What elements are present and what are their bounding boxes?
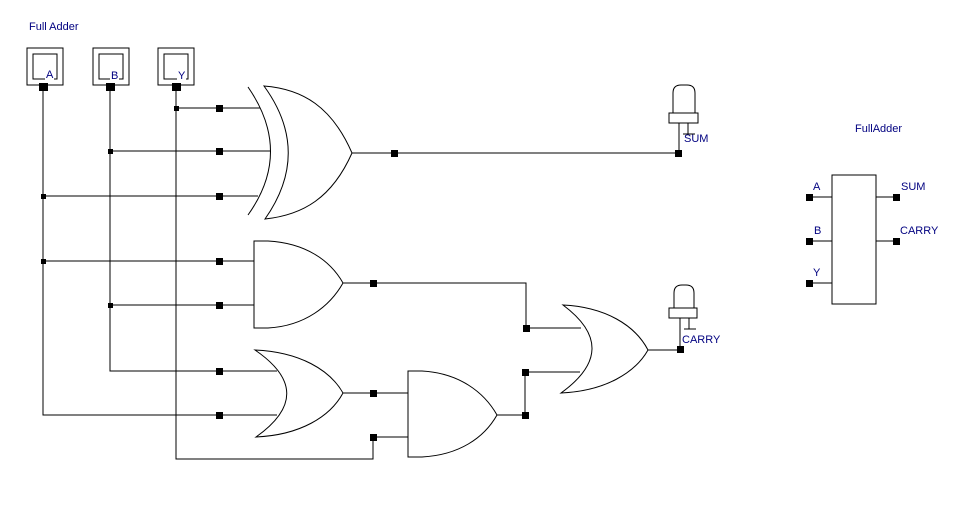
xor-gate[interactable]: [247, 85, 353, 220]
block-label-a: A: [813, 181, 821, 193]
led-label-sum: SUM: [684, 133, 709, 145]
switch-label-a: A: [45, 69, 55, 81]
block-label-y: Y: [813, 267, 821, 279]
led-dome: [672, 84, 696, 113]
input-switch-y[interactable]: [157, 47, 195, 91]
block-pin-y: [806, 280, 813, 287]
block-label-carry: CARRY: [900, 225, 939, 237]
block-pin-a: [806, 194, 813, 201]
block-pin-sum: [893, 194, 900, 201]
led-base: [668, 112, 699, 124]
switch-label-b: B: [110, 70, 120, 82]
block-pin-wires: [809, 196, 897, 284]
terminal-a: [39, 83, 48, 91]
block-title: FullAdder: [855, 123, 903, 135]
fulladder-block[interactable]: [806, 174, 900, 305]
led-legs: [679, 318, 696, 346]
terminal-y: [172, 83, 181, 91]
led-carry[interactable]: [668, 284, 698, 346]
block-pin-b: [806, 238, 813, 245]
and-gate-2[interactable]: [407, 370, 498, 458]
connection-dots: [41, 105, 684, 441]
block-label-sum: SUM: [901, 181, 926, 193]
led-legs: [678, 123, 695, 150]
led-sum[interactable]: [668, 84, 699, 150]
switch-label-y: Y: [177, 70, 187, 82]
block-pin-carry: [893, 238, 900, 245]
led-label-carry: CARRY: [682, 334, 721, 346]
block-body: [831, 174, 877, 305]
schematic-title: Full Adder: [29, 21, 79, 33]
or-gate-1[interactable]: [253, 349, 344, 438]
or-gate-2[interactable]: [559, 304, 649, 394]
and-gate-1[interactable]: [253, 240, 344, 329]
wires: [42, 91, 680, 460]
led-base: [668, 307, 698, 319]
block-label-b: B: [814, 225, 822, 237]
led-dome: [673, 284, 695, 308]
terminal-b: [106, 83, 115, 91]
